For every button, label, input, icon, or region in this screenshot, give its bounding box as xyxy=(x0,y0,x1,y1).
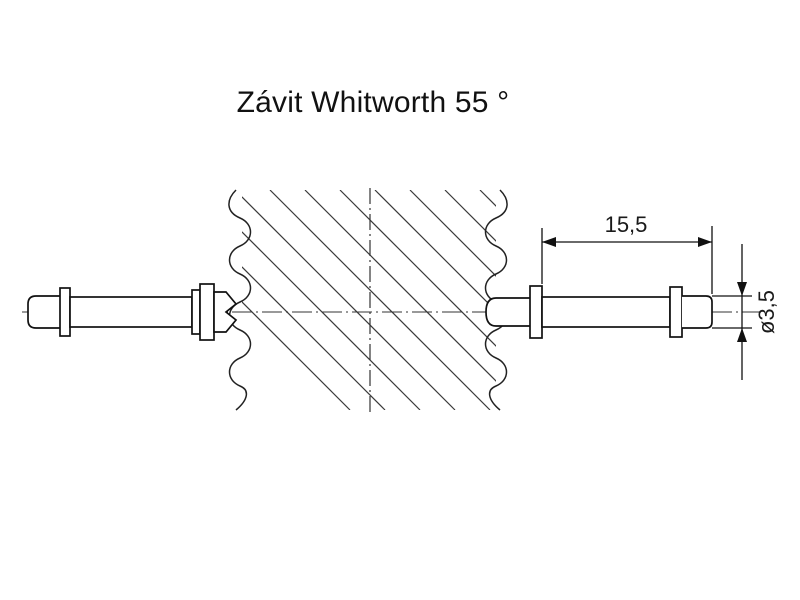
length-dimension xyxy=(541,226,713,294)
wall-section xyxy=(228,188,508,412)
diameter-dimension-label: ø3,5 xyxy=(754,290,779,334)
left-pin xyxy=(27,283,238,341)
right-pin xyxy=(485,285,713,339)
diagram-title: Závit Whitworth 55 ° xyxy=(236,86,510,119)
length-dimension-label: 15,5 xyxy=(605,212,648,237)
diameter-dimension xyxy=(712,244,752,380)
left-break-edge xyxy=(228,189,252,411)
hatching xyxy=(242,190,496,410)
